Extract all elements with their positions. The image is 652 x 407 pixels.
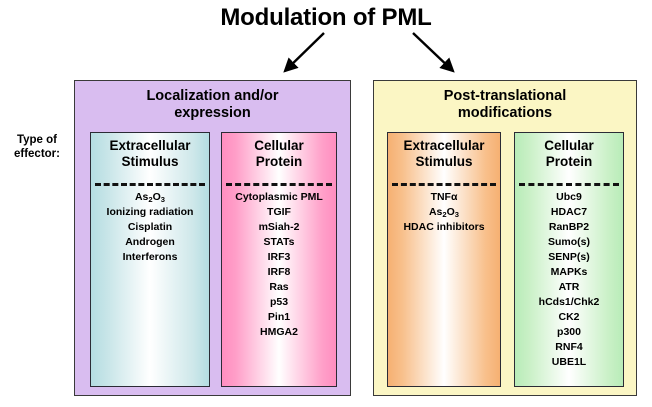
list-item: HDAC7	[550, 206, 588, 218]
type-of-effector-line2: effector:	[13, 148, 60, 161]
box-header-line1: Cellular	[544, 138, 594, 153]
panel-title-post-translational: Post-translational modifications	[374, 88, 636, 122]
list-item: p53	[269, 296, 289, 308]
list-item: Interferons	[122, 251, 178, 263]
list-item: mSiah-2	[258, 221, 300, 233]
box-header-extracellular-stimulus-left: Extracellular Stimulus	[91, 138, 209, 170]
box-header-extracellular-stimulus-right: Extracellular Stimulus	[388, 138, 500, 170]
list-item: CK2	[558, 311, 580, 323]
box-cellular-protein-left: Cellular Protein Cytoplasmic PML TGIF mSia…	[221, 132, 337, 387]
list-item: MAPKs	[550, 266, 588, 278]
list-item: IRF8	[267, 266, 291, 278]
dashed-divider	[392, 183, 496, 186]
list-item: IRF3	[267, 251, 291, 263]
arrow-down-right-icon	[412, 32, 455, 73]
list-item: RNF4	[555, 341, 583, 353]
list-item: Ubc9	[556, 191, 582, 203]
list-item: Ionizing radiation	[106, 206, 194, 218]
page-title: Modulation of PML	[220, 4, 432, 31]
list-item: ATR	[558, 281, 580, 293]
list-item: HMGA2	[260, 326, 298, 338]
list-item: RanBP2	[548, 221, 590, 233]
list-item: hCds1/Chk2	[538, 296, 600, 308]
list-item: Cisplatin	[127, 221, 173, 233]
panel-title-line2: modifications	[457, 104, 553, 121]
box-header-line2: Protein	[545, 154, 593, 170]
list-item: Pin1	[267, 311, 291, 323]
list-item: Sumo(s)	[548, 236, 590, 248]
list-item: UBE1L	[551, 356, 587, 368]
box-header-line2: Stimulus	[415, 154, 473, 170]
panel-localization-expression: Localization and/or expression Extracell…	[74, 80, 351, 396]
list-item: TGIF	[267, 206, 291, 218]
box-header-line1: Extracellular	[403, 138, 485, 153]
panel-post-translational-modifications: Post-translational modifications Extrace…	[373, 80, 637, 396]
arrow-down-left-icon	[283, 32, 325, 73]
type-of-effector-label: Type of effector:	[2, 133, 72, 162]
list-item: SENP(s)	[548, 251, 590, 263]
box-header-line1: Extracellular	[109, 138, 191, 153]
panel-title-line1: Localization and/or	[146, 88, 279, 104]
box-header-line2: Protein	[255, 154, 303, 170]
dashed-divider	[95, 183, 205, 186]
list-item: Androgen	[125, 236, 175, 248]
list-item: As2O3	[428, 206, 460, 219]
panel-title-line1: Post-translational	[443, 88, 567, 104]
list-item: Ras	[269, 281, 289, 293]
list-item: Cytoplasmic PML	[235, 191, 323, 203]
list-item: TNFα	[430, 191, 458, 203]
panel-title-line2: expression	[174, 104, 251, 121]
list-item: p300	[557, 326, 581, 338]
list-item: STATs	[263, 236, 295, 248]
list-item: As2O3	[134, 191, 166, 204]
box-header-cellular-protein-right: Cellular Protein	[515, 138, 623, 170]
dashed-divider	[226, 183, 332, 186]
box-header-line1: Cellular	[254, 138, 304, 153]
panel-title-localization: Localization and/or expression	[75, 88, 350, 122]
list-item: HDAC inhibitors	[403, 221, 485, 233]
box-header-line2: Stimulus	[121, 154, 179, 170]
box-header-cellular-protein-left: Cellular Protein	[222, 138, 336, 170]
dashed-divider	[519, 183, 619, 186]
type-of-effector-line1: Type of	[16, 134, 58, 146]
